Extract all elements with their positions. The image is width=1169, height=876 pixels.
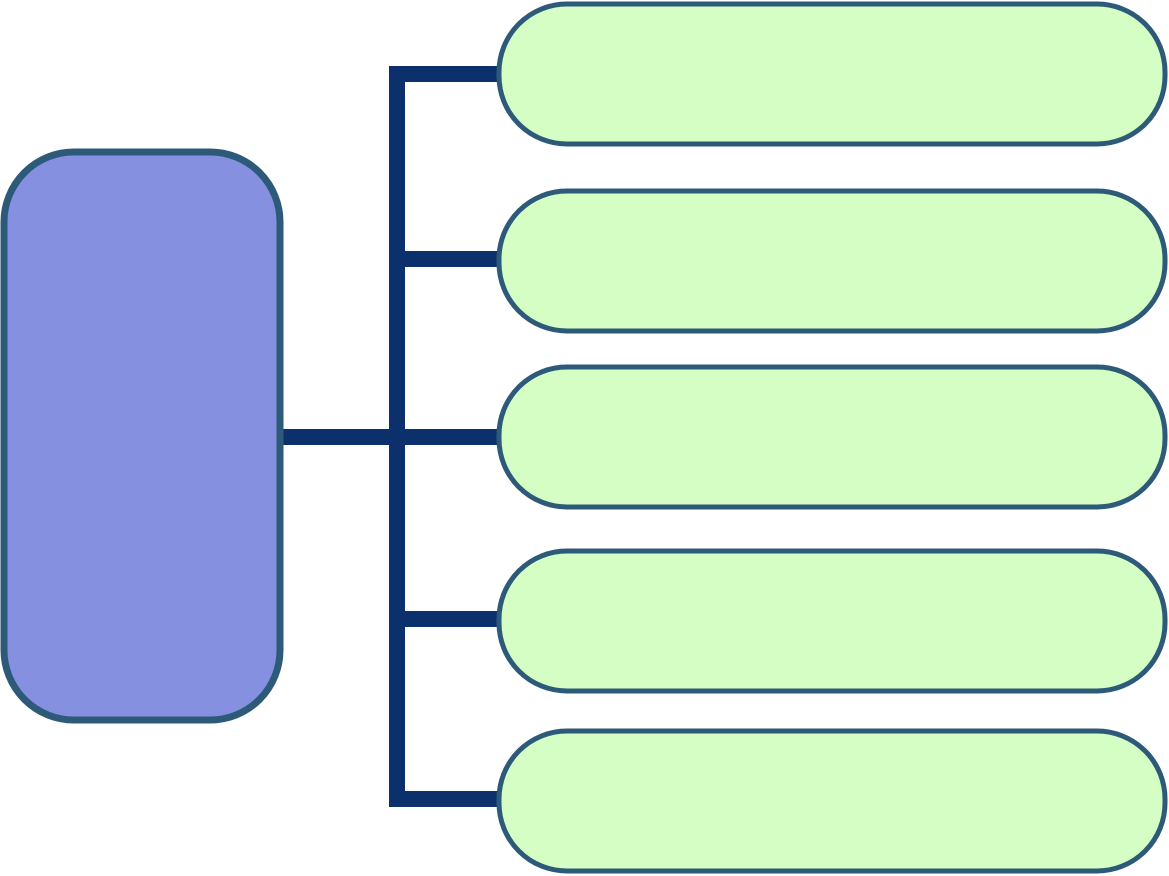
child-node-3: [496, 364, 1168, 510]
child-node-box-1: [496, 1, 1168, 147]
connector-lines: [281, 66, 499, 807]
child-node-5: [496, 728, 1168, 874]
child-node-box-3: [496, 364, 1168, 510]
child-nodes: [496, 1, 1168, 874]
child-node-box-4: [496, 548, 1168, 694]
child-node-2: [496, 188, 1168, 334]
child-node-1: [496, 1, 1168, 147]
child-node-box-5: [496, 728, 1168, 874]
child-node-4: [496, 548, 1168, 694]
root-node: [0, 148, 284, 724]
root-node-box: [0, 148, 284, 724]
child-node-box-2: [496, 188, 1168, 334]
